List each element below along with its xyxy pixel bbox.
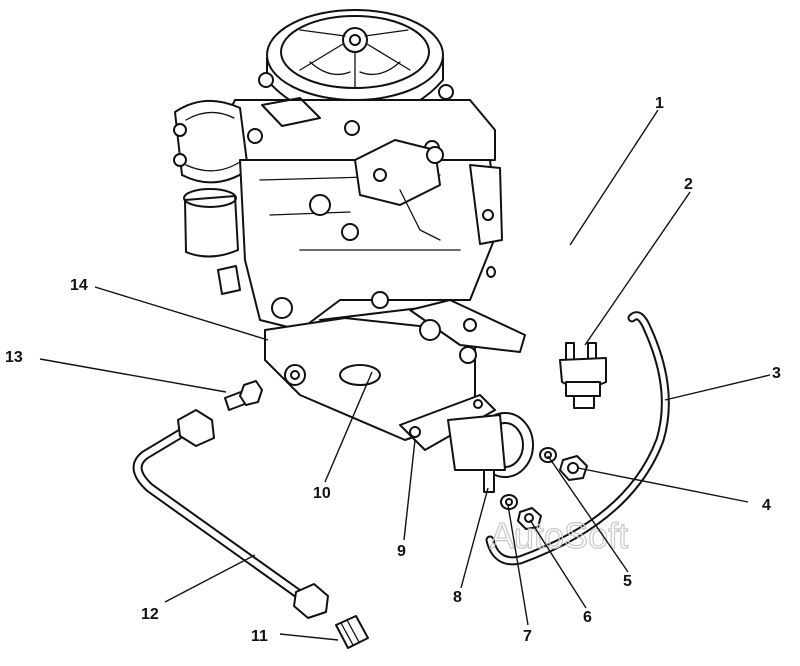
pipe-fitting — [335, 615, 369, 649]
callout-6: 6 — [583, 609, 592, 626]
callout-11: 11 — [251, 628, 268, 645]
vacuum-switch — [559, 342, 607, 409]
leader-lines — [39, 109, 771, 641]
callout-labels: 1 2 3 4 5 6 7 8 9 10 11 12 13 14 — [5, 95, 781, 645]
callout-10: 10 — [313, 485, 331, 502]
callout-12: 12 — [141, 606, 159, 623]
callout-5: 5 — [623, 573, 632, 590]
fasteners — [500, 447, 588, 530]
callout-3: 3 — [772, 365, 781, 382]
bent-tube — [486, 235, 583, 303]
callout-1: 1 — [655, 95, 664, 112]
callout-9: 9 — [397, 543, 406, 560]
carburetor-assembly — [173, 9, 526, 441]
callout-8: 8 — [453, 589, 462, 606]
long-hose — [485, 311, 670, 566]
small-fitting — [224, 380, 263, 411]
callout-4: 4 — [762, 497, 771, 514]
callout-2: 2 — [684, 176, 693, 193]
fuel-pipe — [132, 409, 329, 619]
callout-7: 7 — [523, 628, 532, 645]
callout-13: 13 — [5, 349, 23, 366]
vacuum-valve-assembly — [399, 394, 534, 493]
callout-14: 14 — [70, 277, 88, 294]
